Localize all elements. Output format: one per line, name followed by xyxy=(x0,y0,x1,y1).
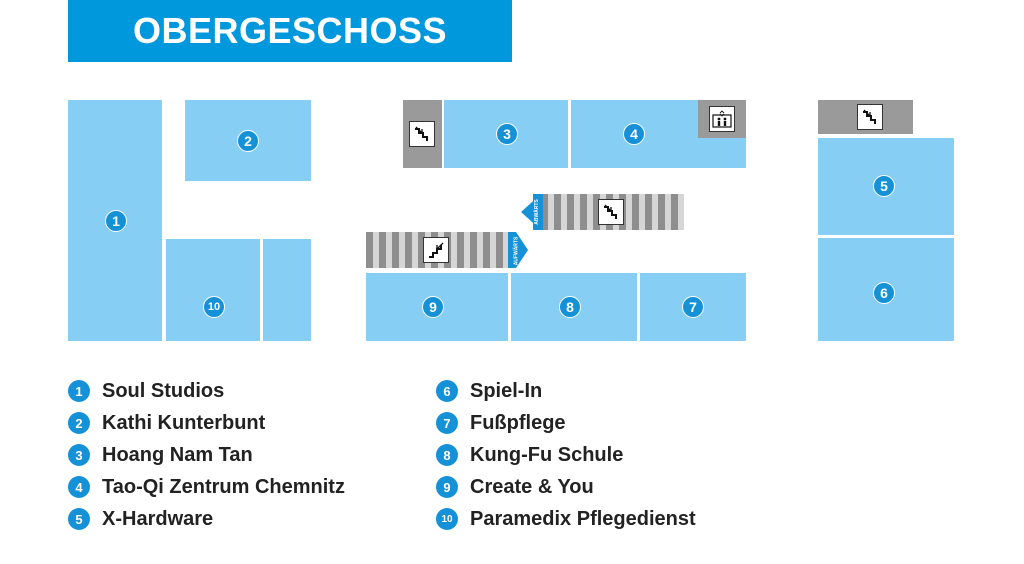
legend-number: 6 xyxy=(436,380,458,402)
escalator-up-arrow xyxy=(516,232,528,268)
room-6-badge: 6 xyxy=(873,282,895,304)
escalator-up-label: AUFWÄRTS xyxy=(513,236,520,266)
legend-number: 4 xyxy=(68,476,90,498)
legend-number: 3 xyxy=(68,444,90,466)
room-9-badge: 9 xyxy=(422,296,444,318)
title-banner: OBERGESCHOSS xyxy=(68,0,512,62)
elevator-icon xyxy=(709,106,735,132)
room-5-badge: 5 xyxy=(873,175,895,197)
room-3-badge: 3 xyxy=(496,123,518,145)
legend-item: 10 Paramedix Pflegedienst xyxy=(436,505,696,533)
legend-number: 10 xyxy=(436,508,458,530)
legend-number: 8 xyxy=(436,444,458,466)
legend-item: 7 Fußpflege xyxy=(436,409,566,437)
legend-item: 9 Create & You xyxy=(436,473,594,501)
room-1-badge: 1 xyxy=(105,210,127,232)
legend-name: Create & You xyxy=(470,475,594,498)
legend-number: 5 xyxy=(68,508,90,530)
legend-item: 8 Kung-Fu Schule xyxy=(436,441,623,469)
legend-name: X-Hardware xyxy=(102,507,214,530)
legend-name: Spiel-In xyxy=(470,379,543,402)
legend-item: 6 Spiel-In xyxy=(436,377,542,405)
escalator-down-stairs-icon xyxy=(598,199,624,225)
room-10-annex xyxy=(263,239,311,341)
legend-item: 1 Soul Studios xyxy=(68,377,224,405)
legend-number: 9 xyxy=(436,476,458,498)
legend-name: Soul Studios xyxy=(102,379,225,402)
room-2-badge: 2 xyxy=(237,130,259,152)
legend-number: 7 xyxy=(436,412,458,434)
legend-item: 5 X-Hardware xyxy=(68,505,213,533)
room-10-badge: 10 xyxy=(203,296,225,318)
legend-item: 2 Kathi Kunterbunt xyxy=(68,409,265,437)
escalator-up-arrow-body xyxy=(508,232,516,268)
legend-number: 1 xyxy=(68,380,90,402)
escalator-up-stairs-icon xyxy=(423,237,449,263)
stairs-icon-right xyxy=(857,104,883,130)
legend-name: Kung-Fu Schule xyxy=(470,443,624,466)
legend-item: 3 Hoang Nam Tan xyxy=(68,441,253,469)
room-4-badge: 4 xyxy=(623,123,645,145)
legend-item: 4 Tao-Qi Zentrum Chemnitz xyxy=(68,473,345,501)
stairs-icon xyxy=(409,121,435,147)
room-7-badge: 7 xyxy=(682,296,704,318)
room-8-badge: 8 xyxy=(559,296,581,318)
escalator-down-arrow-body xyxy=(533,194,543,230)
legend-name: Tao-Qi Zentrum Chemnitz xyxy=(102,475,345,498)
legend-number: 2 xyxy=(68,412,90,434)
legend-name: Hoang Nam Tan xyxy=(102,443,253,466)
room-10[interactable] xyxy=(166,239,260,341)
legend-name: Fußpflege xyxy=(470,411,566,434)
legend-name: Kathi Kunterbunt xyxy=(102,411,266,434)
escalator-down-label: ABWÄRTS xyxy=(533,199,540,225)
page-title: OBERGESCHOSS xyxy=(132,10,448,51)
legend-name: Paramedix Pflegedienst xyxy=(470,507,696,530)
